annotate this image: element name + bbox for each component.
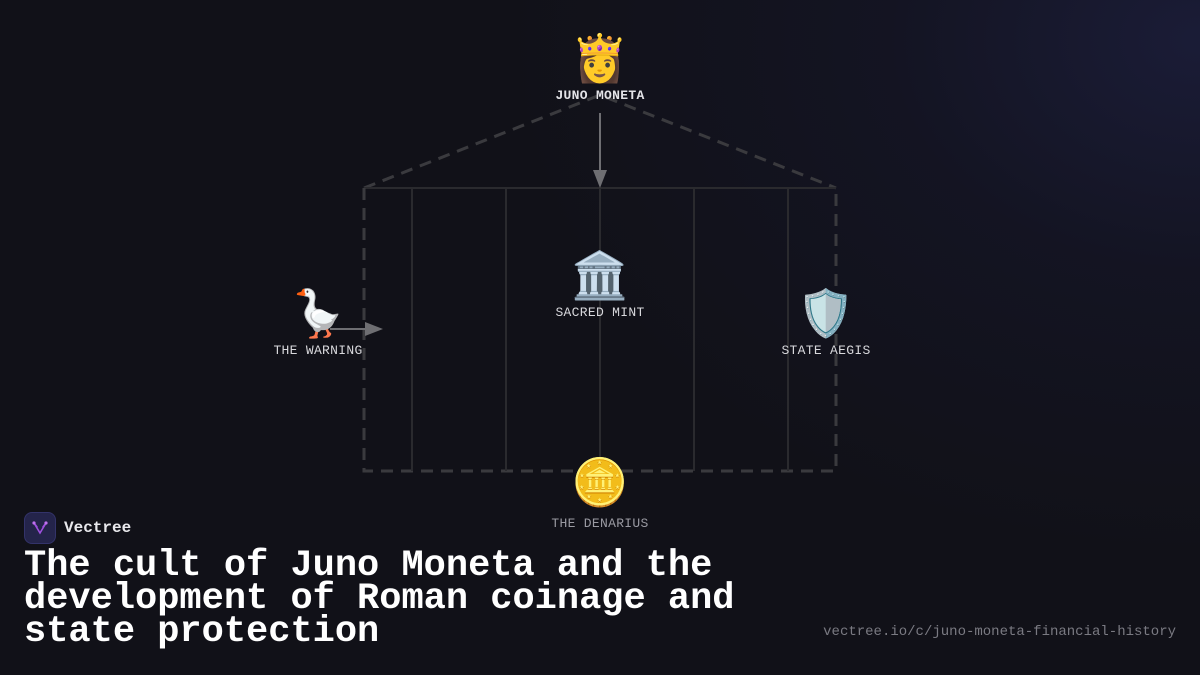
node-label: JUNO MONETA <box>555 88 645 103</box>
arrowhead-down-icon <box>593 170 607 188</box>
temple-pediment <box>363 93 837 190</box>
node-label: THE WARNING <box>273 343 363 358</box>
temple-columns <box>411 188 789 471</box>
vectree-logo-icon <box>24 512 56 544</box>
brand-name: Vectree <box>64 519 132 537</box>
source-url: vectree.io/c/juno-moneta-financial-histo… <box>823 624 1176 640</box>
node-sacred-mint: 🏛️ SACRED MINT <box>555 249 644 320</box>
node-label: SACRED MINT <box>555 305 645 320</box>
shield-icon: 🛡️ <box>797 286 855 340</box>
princess-crown-icon: 👸 <box>571 31 629 85</box>
classical-building-icon: 🏛️ <box>571 248 629 302</box>
arrowhead-right-icon <box>365 322 383 336</box>
node-label: STATE AEGIS <box>781 343 871 358</box>
page-title: The cult of Juno Moneta and the developm… <box>24 545 735 653</box>
coin-icon: 🪙 <box>571 455 629 509</box>
node-label: THE DENARIUS <box>551 516 649 531</box>
node-juno-moneta: 👸 JUNO MONETA <box>555 32 644 103</box>
node-the-warning: 🪿 THE WARNING <box>273 287 362 358</box>
goose-icon: 🪿 <box>289 286 347 340</box>
node-the-denarius: 🪙 THE DENARIUS <box>551 456 648 531</box>
node-state-aegis: 🛡️ STATE AEGIS <box>781 287 870 358</box>
brand: Vectree <box>24 512 131 544</box>
